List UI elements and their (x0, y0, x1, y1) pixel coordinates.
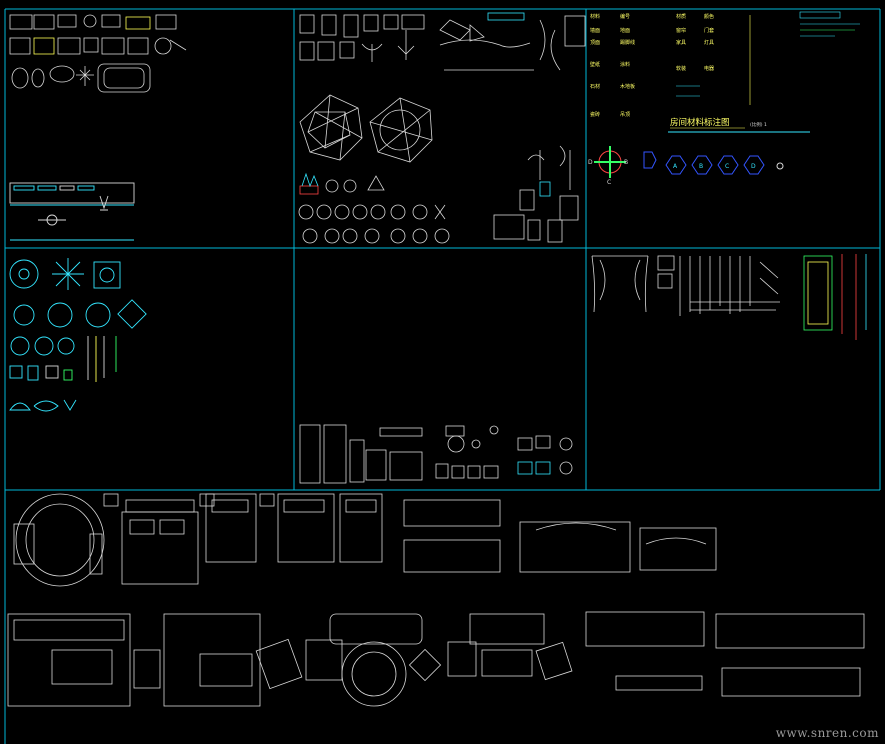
panel-appliances (299, 424, 573, 484)
compass-label-south: C (607, 179, 611, 186)
svg-text:(比例) 1: (比例) 1 (750, 121, 767, 128)
panel-canopy (299, 94, 433, 163)
legend-panel: 材料 编号 材质 颜色 墙面 地面 顶面 踢脚线 窗帘 门套 家具 灯具 壁纸 涂料 石材 木地… (590, 13, 714, 118)
svg-text:壁纸: 壁纸 (590, 61, 600, 68)
svg-text:顶面: 顶面 (590, 40, 600, 46)
marker-label-b: B (699, 163, 703, 170)
compass-symbol: D B C (588, 146, 628, 186)
marker-label-c: C (725, 163, 729, 170)
svg-text:地面: 地面 (620, 27, 630, 34)
svg-text:电器: 电器 (704, 65, 714, 72)
panel-lamps (9, 258, 147, 412)
svg-text:编号: 编号 (620, 13, 630, 20)
legend-lists (676, 11, 860, 105)
svg-text:材料: 材料 (590, 13, 600, 20)
svg-text:涂料: 涂料 (620, 61, 630, 68)
svg-text:家具: 家具 (676, 39, 686, 46)
svg-text:材质: 材质 (676, 13, 686, 20)
svg-text:灯具: 灯具 (704, 39, 714, 46)
svg-text:木地板: 木地板 (620, 83, 635, 90)
compass-label-west: D (588, 159, 593, 166)
marker-label-d: D (751, 163, 756, 170)
svg-text:踢脚线: 踢脚线 (620, 39, 635, 46)
panel-beds (13, 493, 717, 587)
svg-text:墙面: 墙面 (590, 27, 600, 34)
panel-sofas (7, 611, 865, 707)
compass-label-east: B (624, 159, 628, 166)
marker-label-a: A (673, 163, 678, 170)
marker-labels: A B C D (673, 163, 756, 170)
watermark: www.snren.com (775, 726, 879, 740)
panel-bath-fixtures (9, 14, 187, 93)
svg-text:石材: 石材 (590, 83, 600, 90)
panel-curtains (591, 254, 867, 340)
svg-text:软装: 软装 (676, 65, 686, 72)
panel-decor (299, 12, 586, 71)
legend-title-group: 房间材料标注图 (比例) 1 (668, 117, 810, 133)
svg-text:吊顶: 吊顶 (620, 112, 630, 118)
marker-symbols (643, 151, 784, 175)
panel-plants (298, 145, 579, 244)
svg-text:窗帘: 窗帘 (676, 27, 686, 34)
panel-grid (4, 8, 881, 744)
svg-text:门套: 门套 (704, 27, 714, 34)
legend-title: 房间材料标注图 (670, 117, 730, 128)
panel-tv-wall (9, 182, 135, 241)
svg-text:瓷砖: 瓷砖 (590, 111, 600, 118)
svg-text:颜色: 颜色 (704, 13, 714, 20)
